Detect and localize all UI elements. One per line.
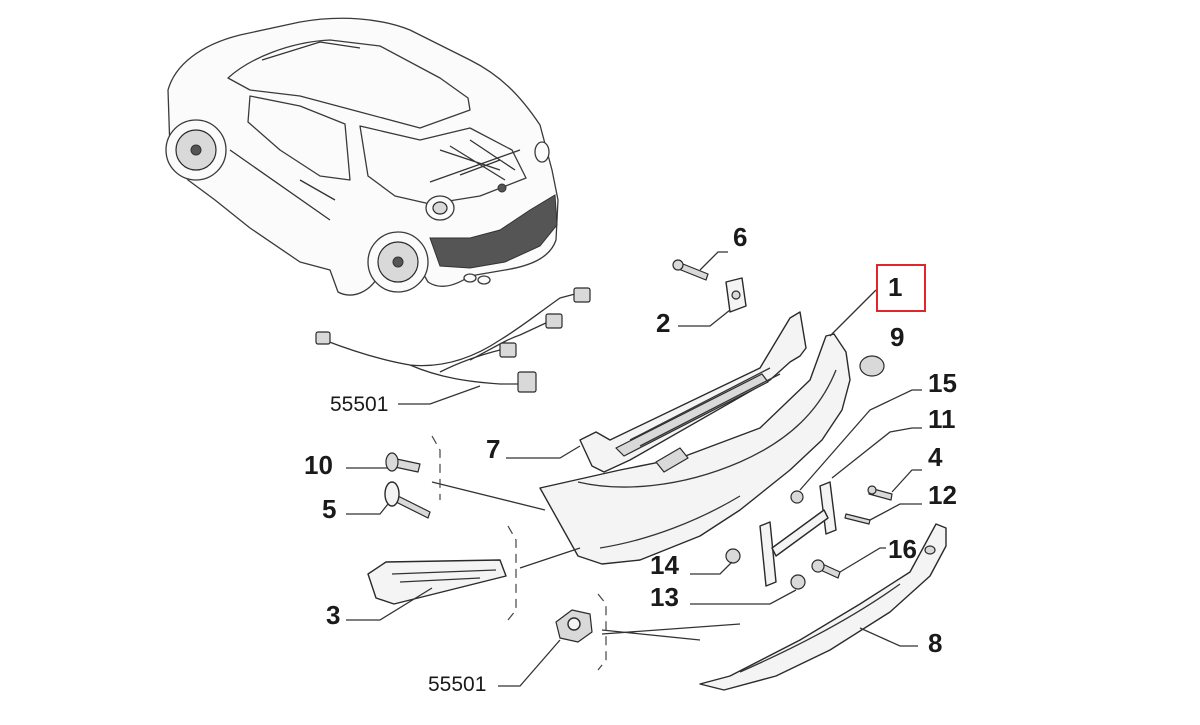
part-6-screw <box>672 251 728 281</box>
callout-12: 12 <box>928 480 957 510</box>
callout-2: 2 <box>656 308 671 338</box>
part-9-cap <box>859 355 885 377</box>
part-8-diffuser <box>699 523 947 691</box>
callout-14: 14 <box>650 550 679 580</box>
callout-10: 10 <box>304 450 333 480</box>
callout-55501-harness: 55501 <box>330 393 389 416</box>
callout-16: 16 <box>888 534 917 564</box>
callout-11: 11 <box>928 404 956 434</box>
assembly-leaders <box>431 435 741 671</box>
callout-55501-sensor: 55501 <box>428 673 487 696</box>
callout-8: 8 <box>928 628 943 658</box>
callout-7: 7 <box>486 434 501 464</box>
wiring-harness <box>315 287 591 405</box>
part-7-bracket <box>506 311 807 473</box>
callout-15: 15 <box>928 368 957 398</box>
part-2-clip <box>678 277 747 327</box>
callout-13: 13 <box>650 582 679 612</box>
highlight-box-part-1 <box>876 264 926 312</box>
callout-6: 6 <box>733 222 748 252</box>
callout-9: 9 <box>890 322 905 352</box>
part-1-bumper <box>539 289 877 565</box>
callout-3: 3 <box>326 600 341 630</box>
callout-5: 5 <box>322 494 337 524</box>
parts-left-hardware <box>346 452 593 687</box>
callout-4: 4 <box>928 442 943 472</box>
parts-right-hardware <box>759 389 922 587</box>
car-illustration <box>165 17 559 296</box>
callout-1: 1 <box>888 272 903 302</box>
parts-lower-hardware <box>690 547 886 605</box>
